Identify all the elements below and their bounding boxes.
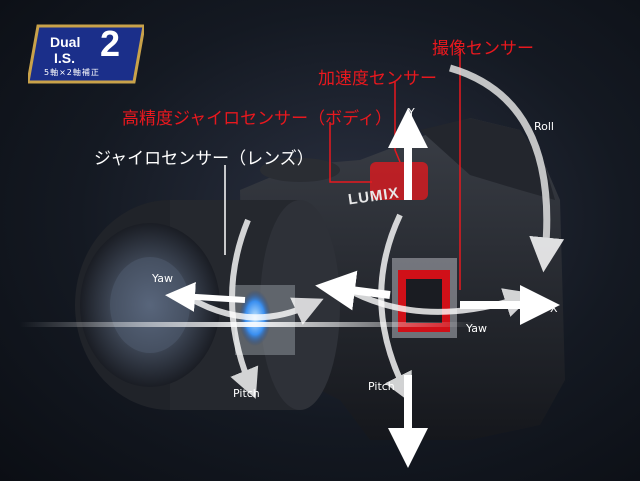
lens-flare bbox=[20, 322, 480, 327]
badge-number: 2 bbox=[100, 23, 121, 64]
label-yaw-body: Yaw bbox=[466, 322, 487, 335]
leader-gyro-body bbox=[329, 122, 372, 183]
label-axis-y: Y bbox=[408, 106, 415, 119]
badge-line1: Dual bbox=[50, 34, 81, 50]
leader-accel-sensor bbox=[394, 82, 401, 163]
mode-dial bbox=[260, 158, 340, 182]
lens-yaw-left-arrow bbox=[165, 281, 246, 312]
inner-lens bbox=[110, 257, 190, 353]
roll-arc bbox=[449, 64, 565, 273]
label-gyro-lens: ジャイロセンサー（レンズ） bbox=[94, 149, 314, 169]
body-gyro-glow bbox=[370, 162, 428, 200]
label-accel-sensor: 加速度センサー bbox=[318, 69, 437, 89]
badge-subtitle: 5軸×2軸補正 bbox=[44, 68, 100, 77]
image-sensor bbox=[406, 279, 442, 323]
badge-shape bbox=[28, 24, 144, 84]
lens-pitch-arc bbox=[229, 218, 259, 399]
label-image-sensor: 撮像センサー bbox=[432, 39, 534, 59]
label-pitch-body: Pitch bbox=[368, 380, 395, 393]
label-gyro-body: 高精度ジャイロセンサー（ボディ） bbox=[122, 109, 392, 129]
camera-top-plate bbox=[420, 118, 555, 200]
label-axis-x: X bbox=[550, 302, 558, 315]
badge-line2: I.S. bbox=[54, 50, 76, 66]
body-yaw-arc bbox=[343, 285, 535, 317]
label-pitch-lens: Pitch bbox=[233, 387, 260, 400]
dual-is2-badge: Dual I.S. 2 5軸×2軸補正 bbox=[28, 24, 144, 84]
label-axis-roll: Roll bbox=[534, 120, 554, 133]
label-yaw-lens: Yaw bbox=[152, 272, 173, 285]
body-pitch-arc bbox=[378, 213, 412, 404]
